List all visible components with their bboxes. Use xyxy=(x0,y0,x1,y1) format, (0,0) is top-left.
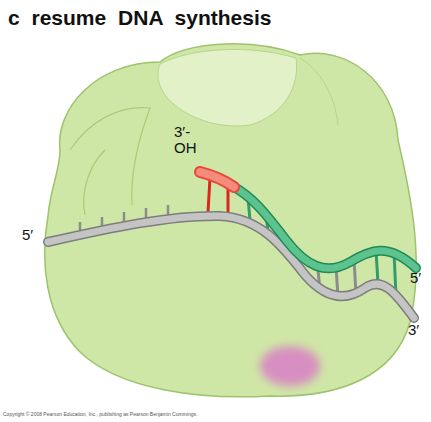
end-label: 3′- OH xyxy=(174,124,206,156)
template-strand xyxy=(48,216,414,318)
active-site xyxy=(260,346,320,386)
end-label: 5′ xyxy=(410,270,421,286)
template-strand xyxy=(48,216,414,318)
enzyme-fold xyxy=(84,150,105,215)
enzyme-thumb xyxy=(158,49,297,126)
end-label: 3′ xyxy=(408,322,419,338)
new-strand xyxy=(232,186,416,268)
primer-end xyxy=(200,172,234,187)
enzyme-fold xyxy=(70,108,150,205)
primer-end xyxy=(200,172,234,187)
base-pairs xyxy=(208,178,396,298)
panel-title: c resume DNA synthesis xyxy=(8,6,272,30)
new-strand xyxy=(232,186,416,268)
copyright-note: Copyright © 2008 Pearson Education, Inc.… xyxy=(3,412,197,417)
enzyme-body xyxy=(45,44,417,397)
end-label: 5′ xyxy=(22,227,33,243)
enzyme-fold xyxy=(300,58,338,125)
